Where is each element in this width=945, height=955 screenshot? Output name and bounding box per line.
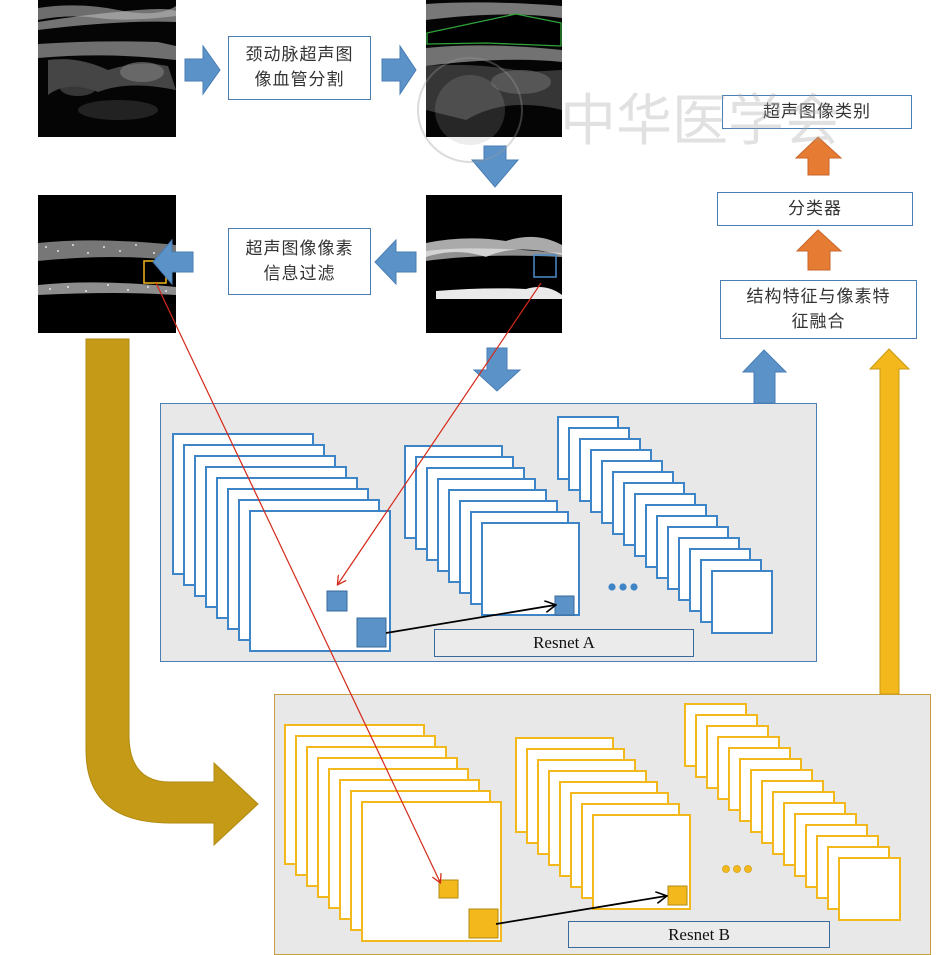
resnet-b-kernel-large xyxy=(468,908,499,939)
resnet-b-feature-maps xyxy=(284,703,901,942)
arrow-up-classifier-2 xyxy=(795,229,843,271)
resnet-a-stack3-map-15 xyxy=(711,570,773,634)
resnet-a-feature-maps xyxy=(172,416,773,652)
pixel-filter-step-line2: 信息过滤 xyxy=(263,263,336,284)
connector-blue-roi xyxy=(338,282,542,584)
resnet-a-label-box: Resnet A xyxy=(434,629,694,657)
arrow-right-2 xyxy=(381,44,417,96)
pixel-filter-step-line1: 超声图像像素 xyxy=(245,238,354,259)
resnet-a-label: Resnet A xyxy=(533,633,595,652)
resnet-b-label-box: Resnet B xyxy=(568,921,830,948)
resnet-a-ellipsis xyxy=(608,583,638,591)
resnet-b-kernel-target xyxy=(667,885,688,906)
pixel-branch-arrow xyxy=(85,338,259,847)
resnet-b-ellipsis xyxy=(722,865,752,873)
arrow-left-2 xyxy=(152,238,194,286)
original-ultrasound-image xyxy=(38,0,176,137)
feature-fusion-line2: 征融合 xyxy=(791,311,846,332)
classifier-label: 分类器 xyxy=(788,198,842,219)
output-category-box: 超声图像类别 xyxy=(722,95,912,129)
arrow-up-resnet-a xyxy=(741,349,788,404)
connector-yellow-roi xyxy=(155,282,440,882)
filtered-ultrasound-image xyxy=(38,195,176,333)
segmentation-step-line1: 颈动脉超声图 xyxy=(245,45,354,65)
resnet-a-kernel-small xyxy=(326,590,348,612)
roi-marker-blue xyxy=(533,254,557,278)
segmentation-step-box: 颈动脉超声图 像血管分割 xyxy=(228,36,371,100)
resnet-a-kernel-large xyxy=(356,617,387,648)
cropped-ultrasound-image xyxy=(426,195,562,333)
arrow-left-1 xyxy=(374,238,417,286)
output-category-label: 超声图像类别 xyxy=(763,101,871,122)
pixel-filter-step-box: 超声图像像素 信息过滤 xyxy=(228,228,371,295)
resnet-b-stack3-map-15 xyxy=(838,857,901,921)
segmentation-step-line2: 像血管分割 xyxy=(254,70,345,90)
arrow-down-2 xyxy=(472,347,522,392)
feature-fusion-box: 结构特征与像素特 征融合 xyxy=(720,280,917,339)
resnet-a-stack2-map-8 xyxy=(481,522,580,616)
watermark: 中华医学会 xyxy=(417,57,840,163)
segmented-ultrasound-image xyxy=(426,0,562,137)
resnet-b-label: Resnet B xyxy=(668,924,730,944)
feature-link-a xyxy=(385,605,555,634)
arrow-right-1 xyxy=(184,44,221,96)
resnet-a-kernel-target xyxy=(554,595,575,616)
feature-fusion-line1: 结构特征与像素特 xyxy=(746,286,891,307)
feature-link-b xyxy=(495,896,666,925)
arrow-up-resnet-b xyxy=(868,348,911,695)
watermark-text: 中华医学会 xyxy=(560,89,840,154)
arrow-down-1 xyxy=(470,145,520,188)
resnet-b-kernel-small xyxy=(438,879,459,899)
arrow-up-classifier-1 xyxy=(794,136,843,176)
classifier-box: 分类器 xyxy=(717,192,913,226)
